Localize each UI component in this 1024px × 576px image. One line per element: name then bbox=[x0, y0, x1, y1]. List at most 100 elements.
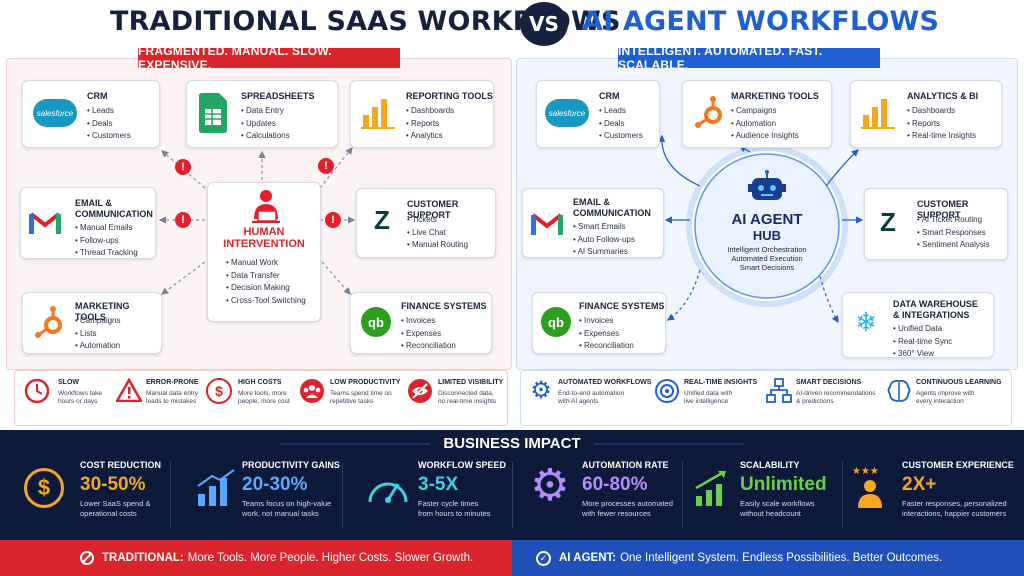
ai-finance-card: qb FINANCE SYSTEMS InvoicesExpensesRecon… bbox=[532, 292, 666, 354]
gear-icon: ⚙ bbox=[530, 461, 570, 510]
card-title: EMAIL & bbox=[573, 197, 610, 207]
ai-analytics-card: ANALYTICS & BI DashboardsReportsReal-tim… bbox=[850, 80, 1002, 148]
impact-divider bbox=[170, 462, 171, 528]
benefits-strip bbox=[520, 370, 1012, 426]
card-items: Data EntryUpdatesCalculations bbox=[241, 105, 290, 143]
eye-off-icon bbox=[408, 379, 432, 403]
card-title: FINANCE SYSTEMS bbox=[579, 301, 665, 311]
card-title: SPREADSHEETS bbox=[241, 91, 315, 101]
quickbooks-icon: qb bbox=[541, 307, 571, 337]
ai-support-card: Z CUSTOMER SUPPORT AI Ticket RoutingSmar… bbox=[864, 188, 1008, 260]
hub-line: Smart Decisions bbox=[739, 263, 795, 272]
card-items: AI Ticket RoutingSmart ResponsesSentimen… bbox=[917, 214, 990, 252]
card-items: InvoicesExpensesReconciliation bbox=[401, 315, 456, 353]
card-title: FINANCE SYSTEMS bbox=[401, 301, 487, 311]
card-items: LeadsDealsCustomers bbox=[87, 105, 131, 143]
right-title: AI AGENT WORKFLOWS bbox=[582, 6, 940, 37]
warning-icon: ! bbox=[318, 158, 334, 174]
footer-label: TRADITIONAL: bbox=[102, 552, 184, 564]
center-title: INTERVENTION bbox=[223, 238, 305, 250]
card-title: DATA WAREHOUSE bbox=[893, 299, 978, 309]
gear-icon: ⚙ bbox=[530, 377, 552, 404]
impact-divider bbox=[512, 462, 513, 528]
trad-email-card: EMAIL & COMMUNICATION Manual EmailsFollo… bbox=[20, 187, 156, 259]
sheets-icon bbox=[199, 93, 227, 133]
zendesk-icon: Z bbox=[374, 204, 390, 235]
snowflake-icon: ❄ bbox=[855, 306, 877, 337]
footer-text: More Tools. More People. Higher Costs. S… bbox=[187, 552, 474, 564]
ban-icon bbox=[80, 551, 94, 565]
salesforce-logo: salesforce bbox=[33, 99, 77, 127]
clock-icon bbox=[24, 378, 50, 404]
warning-icon: ! bbox=[175, 159, 191, 175]
hub-line: Intelligent Orchestration bbox=[727, 245, 807, 254]
people-icon bbox=[300, 379, 324, 403]
ai-marketing-card: MARKETING TOOLS CampaignsAutomationAudie… bbox=[682, 80, 832, 148]
hubspot-icon bbox=[695, 96, 722, 128]
warning-icon: ! bbox=[175, 212, 191, 228]
card-items: Manual EmailsFollow-upsThread Tracking bbox=[75, 222, 138, 260]
robot-icon bbox=[748, 170, 786, 200]
card-items: CampaignsAutomationAudience Insights bbox=[731, 105, 799, 143]
impact-divider bbox=[342, 462, 343, 528]
center-items: Manual WorkData TransferDecision MakingC… bbox=[226, 257, 306, 307]
quickbooks-icon: qb bbox=[361, 307, 391, 337]
trad-finance-card: qb FINANCE SYSTEMS InvoicesExpensesRecon… bbox=[350, 292, 492, 354]
dollar-icon: $ bbox=[24, 468, 64, 508]
card-items: CampaignsListsAutomation bbox=[75, 315, 121, 353]
dollar-icon: $ bbox=[206, 378, 232, 404]
footer-text: One Intelligent System. Endless Possibil… bbox=[620, 552, 943, 564]
vs-badge: VS bbox=[520, 2, 568, 46]
impact-title: BUSINESS IMPACT bbox=[443, 435, 581, 452]
card-items: InvoicesExpensesReconciliation bbox=[579, 315, 634, 353]
growth-chart-icon bbox=[197, 469, 235, 506]
bar-chart-icon bbox=[361, 99, 395, 129]
card-title: COMMUNICATION bbox=[573, 208, 651, 218]
connector-lines bbox=[158, 134, 864, 324]
trad-reporting-card: REPORTING TOOLS DashboardsReportsAnalyti… bbox=[350, 80, 494, 148]
scale-chart-icon bbox=[695, 470, 726, 506]
ai-agent-hub: AI AGENT HUB Intelligent Orchestration A… bbox=[695, 160, 839, 292]
warning-icon bbox=[116, 378, 142, 402]
card-title: CRM bbox=[599, 91, 620, 101]
svg-text:★★★: ★★★ bbox=[852, 466, 879, 477]
card-title: REPORTING TOOLS bbox=[406, 91, 493, 101]
hub-title: HUB bbox=[752, 228, 782, 243]
center-title: HUMAN bbox=[243, 226, 285, 238]
trad-spreadsheets-card: SPREADSHEETS Data EntryUpdatesCalculatio… bbox=[186, 80, 338, 148]
card-items: Smart EmailsAuto Follow-upsAI Summaries bbox=[573, 221, 635, 259]
trad-support-card: Z CUSTOMER SUPPORT TicketsLive ChatManua… bbox=[356, 188, 496, 258]
impact-divider bbox=[682, 462, 683, 528]
card-items: DashboardsReportsAnalytics bbox=[406, 105, 455, 143]
ai-warehouse-card: ❄ DATA WAREHOUSE & INTEGRATIONS Unified … bbox=[842, 292, 994, 358]
human-intervention-card: HUMAN INTERVENTION Manual WorkData Trans… bbox=[207, 182, 321, 322]
zendesk-icon: Z bbox=[880, 206, 896, 237]
ai-crm-card: salesforce CRM LeadsDealsCustomers bbox=[536, 80, 660, 148]
impact-divider bbox=[842, 462, 843, 528]
customer-stars-icon: ★★★ bbox=[852, 466, 882, 508]
salesforce-logo: salesforce bbox=[545, 99, 589, 127]
warning-icon: ! bbox=[325, 212, 341, 228]
person-laptop-icon bbox=[252, 190, 280, 223]
hub-line: Automated Execution bbox=[731, 254, 803, 263]
ai-email-card: EMAIL & COMMUNICATION Smart EmailsAuto F… bbox=[522, 188, 664, 258]
network-icon bbox=[766, 378, 792, 403]
left-banner: FRAGMENTED. MANUAL. SLOW. EXPENSIVE. bbox=[138, 44, 400, 72]
gmail-icon bbox=[531, 213, 563, 235]
gmail-icon bbox=[29, 212, 61, 234]
card-items: TicketsLive ChatManual Routing bbox=[407, 214, 468, 252]
speedometer-icon bbox=[368, 482, 408, 503]
